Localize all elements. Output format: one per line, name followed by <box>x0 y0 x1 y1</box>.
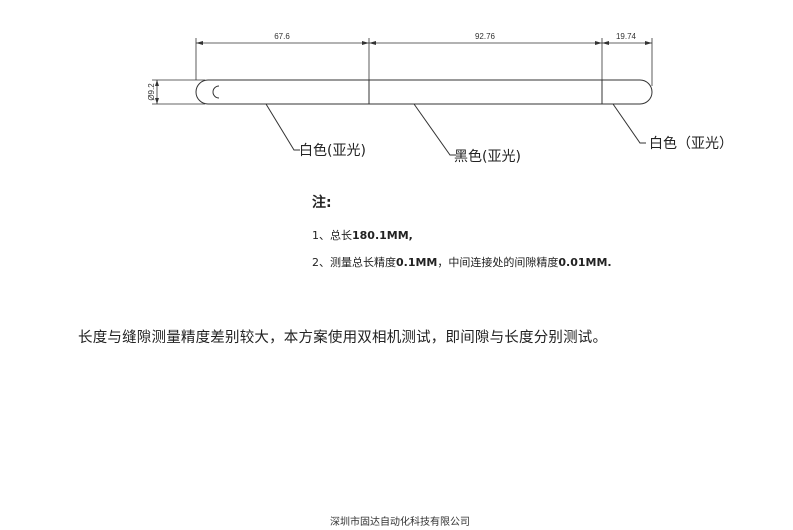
callout-left-label: 白色(亚光) <box>299 142 366 159</box>
note-item-2-value1: 0.1MM <box>396 256 438 269</box>
leader-lines <box>265 103 646 156</box>
dimension-arrows <box>155 41 652 104</box>
note-item-2-prefix: 2、测量总长精度 <box>312 256 396 269</box>
rod-details <box>212 80 603 104</box>
notes-title: 注: <box>312 195 332 211</box>
note-item-2: 2、测量总长精度0.1MM，中间连接处的间隙精度0.01MM. <box>312 254 612 270</box>
dimension-seg1: 67.6 <box>274 32 290 41</box>
note-item-2-value2: 0.01MM. <box>558 256 612 269</box>
dimension-diameter: Ø9.2 <box>147 83 156 101</box>
callout-middle-label: 黑色(亚光) <box>454 148 521 165</box>
note-item-2-middle: ，中间连接处的间隙精度 <box>437 256 559 269</box>
summary-text: 长度与缝隙测量精度差别较大，本方案使用双相机测试，即间隙与长度分别测试。 <box>78 330 608 346</box>
dimension-seg3: 19.74 <box>616 32 637 41</box>
callout-right-label: 白色（亚光） <box>649 135 733 152</box>
note-item-1: 1、总长180.1MM, <box>312 227 413 243</box>
rod-outline <box>195 79 653 105</box>
dimension-seg2: 92.76 <box>475 32 496 41</box>
note-item-1-prefix: 1、总长 <box>312 229 352 242</box>
company-footer: 深圳市固达自动化科技有限公司 <box>330 517 470 528</box>
note-item-1-value: 180.1MM, <box>352 229 413 242</box>
